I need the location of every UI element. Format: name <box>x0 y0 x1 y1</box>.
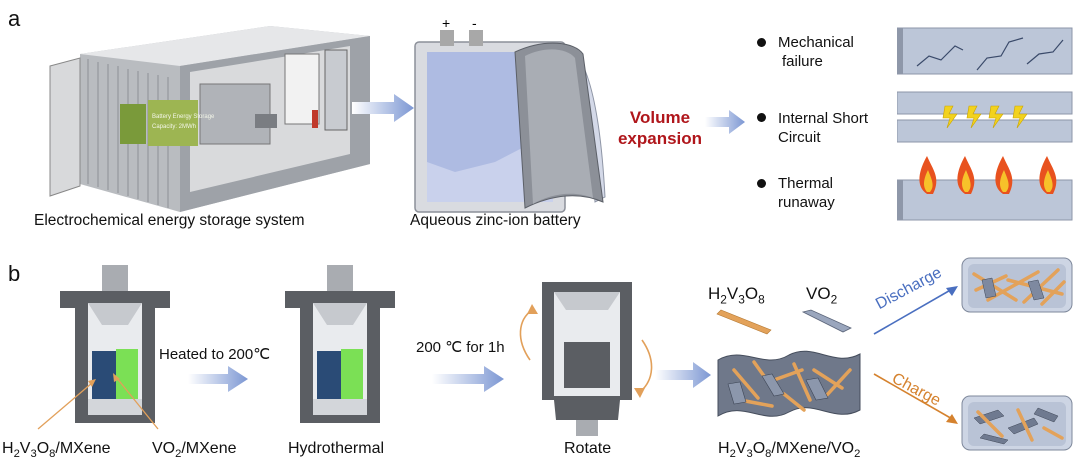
volume-expansion-line-2: expansion <box>617 129 703 148</box>
container-label-line-1: Battery Energy Storage <box>152 114 215 120</box>
thermal-runaway-illustration <box>897 156 1073 221</box>
container-label-line-2: Capacity: 2MWh <box>152 124 196 130</box>
discharged-electrode-illustration <box>961 257 1073 313</box>
failure-thermal-line-1: Thermal <box>778 175 834 192</box>
legend-h2v3o8-sub-3: 8 <box>758 292 765 307</box>
h2v3o8-rod-icon <box>716 309 772 335</box>
panel-a-label: a <box>8 6 21 31</box>
hydrothermal-caption: Hydrothermal <box>288 440 385 457</box>
failure-short-circuit: Internal Short Circuit <box>778 109 868 147</box>
caption-h2v3o8-mxene-sub-2: 3 <box>30 448 37 461</box>
failure-thermal-line-2: runaway <box>778 194 835 211</box>
failure-thermal-runaway: Thermal runaway <box>778 174 835 212</box>
composite-caption: H2V3O8/MXene/VO2 <box>718 440 860 460</box>
vo2-mxene-caption: VO2/MXene <box>152 440 237 460</box>
autoclave-rotate-illustration <box>519 282 653 436</box>
charge-arrow <box>873 373 958 424</box>
failure-mechanical: Mechanical failure <box>778 33 854 71</box>
failure-mechanical-line-1: Mechanical <box>778 34 854 51</box>
legend-h2v3o8-part-1: H <box>708 284 721 303</box>
flow-arrow-4 <box>432 366 504 392</box>
hydrothermal-condition-label: 200 ℃ for 1h <box>416 339 505 356</box>
failure-mechanical-line-2: failure <box>782 53 823 70</box>
failure-short-circuit-line-2: Circuit <box>778 129 821 146</box>
precursor-pointer-arrows <box>37 373 159 430</box>
vo2-sheet-icon <box>801 309 852 333</box>
caption-composite-part-3: O <box>752 440 766 457</box>
caption-h2v3o8-mxene-part-1: H <box>2 440 14 457</box>
legend-vo2-label: VO2 <box>806 284 837 306</box>
composite-sheet-illustration <box>717 350 861 417</box>
negative-terminal-sign: - <box>472 15 477 31</box>
discharge-arrow <box>873 286 958 335</box>
bullet-dot-1 <box>757 38 766 47</box>
cracked-slab-illustration <box>897 27 1073 75</box>
caption-composite-part-1: H <box>718 440 730 457</box>
volume-expansion-line-1: Volume <box>629 108 691 127</box>
energy-storage-container-illustration: Battery Energy Storage Capacity: 2MWh <box>49 26 370 212</box>
caption-composite-sub-1: 2 <box>729 448 736 461</box>
panel-b-label: b <box>8 261 21 286</box>
container-caption: Electrochemical energy storage system <box>34 212 305 229</box>
caption-composite-sub-2: 3 <box>746 448 753 461</box>
flow-arrow-2 <box>705 110 745 134</box>
caption-h2v3o8-mxene-part-2: V <box>19 440 31 457</box>
legend-shapes <box>716 309 852 335</box>
caption-composite-sub-3: 8 <box>765 448 772 461</box>
legend-h2v3o8-label: H2V3O8 <box>708 284 765 306</box>
bullet-dot-3 <box>757 179 766 188</box>
autoclave-precursors-illustration <box>60 265 170 423</box>
caption-composite-part-2: V <box>735 440 747 457</box>
flow-arrow-1 <box>352 94 414 122</box>
caption-h2v3o8-mxene-part-4: /MXene <box>55 440 111 457</box>
caption-h2v3o8-mxene-part-3: O <box>36 440 50 457</box>
legend-h2v3o8-sub-2: 3 <box>738 292 745 307</box>
failure-short-circuit-line-1: Internal Short <box>778 110 869 127</box>
lightning-icon <box>942 105 1028 129</box>
legend-vo2-part-1: VO <box>806 284 831 303</box>
heating-step-label: Heated to 200℃ <box>159 346 271 363</box>
caption-vo2-mxene-sub-1: 2 <box>175 448 182 461</box>
h2v3o8-mxene-caption: H2V3O8/MXene <box>2 440 111 460</box>
caption-h2v3o8-mxene-sub-3: 8 <box>49 448 56 461</box>
legend-vo2-sub-1: 2 <box>830 292 838 307</box>
short-circuit-illustration <box>897 91 1073 143</box>
flow-arrow-3 <box>188 366 248 392</box>
battery-caption: Aqueous zinc-ion battery <box>410 212 581 229</box>
caption-composite-sub-4: 2 <box>854 448 861 461</box>
caption-composite-part-4: /MXene/VO <box>771 440 855 457</box>
caption-h2v3o8-mxene-sub-1: 2 <box>13 448 20 461</box>
legend-h2v3o8-sub-1: 2 <box>720 292 727 307</box>
caption-vo2-mxene-part-1: VO <box>152 440 176 457</box>
pouch-battery-illustration: + - <box>414 15 606 213</box>
bullet-dot-2 <box>757 113 766 122</box>
flame-icon <box>919 156 1057 194</box>
legend-h2v3o8-part-2: V <box>726 284 739 303</box>
flow-arrow-5 <box>655 362 711 388</box>
legend-h2v3o8-part-3: O <box>744 284 759 303</box>
caption-vo2-mxene-part-2: /MXene <box>181 440 237 457</box>
autoclave-hydrothermal-illustration <box>285 265 395 423</box>
volume-expansion-label: Volume expansion <box>610 107 710 149</box>
charged-electrode-illustration <box>961 395 1073 451</box>
positive-terminal-sign: + <box>442 15 450 31</box>
rotate-caption: Rotate <box>564 440 612 457</box>
